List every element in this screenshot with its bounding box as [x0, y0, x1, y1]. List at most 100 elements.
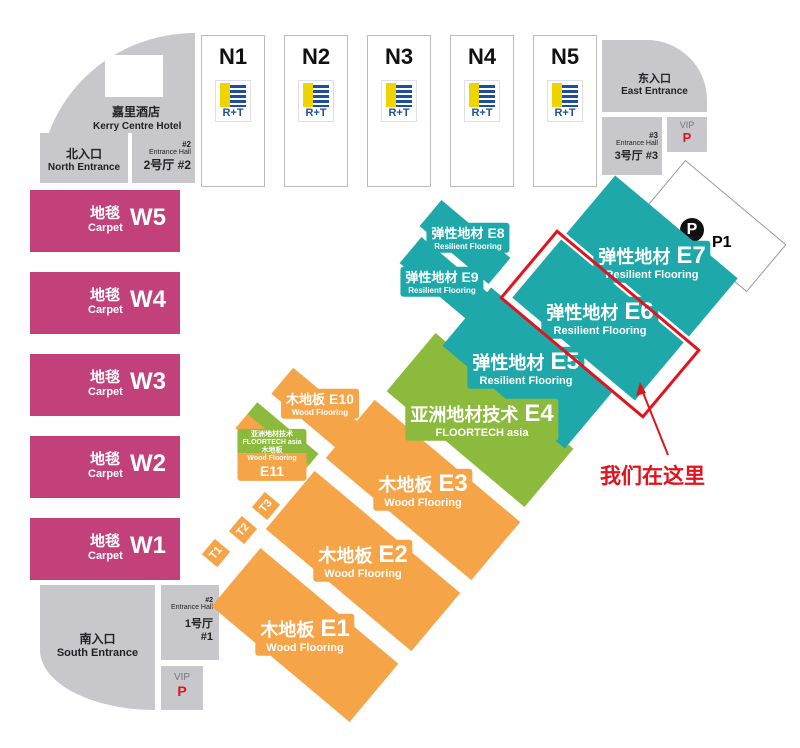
vip-parking-east[interactable]: VIP P: [667, 117, 707, 152]
hall-cn: 2号厅: [143, 158, 175, 172]
hall-code: E4: [524, 399, 554, 427]
hall-cn: 木地板: [318, 545, 373, 566]
rt-logo-icon: R+T: [547, 80, 583, 122]
hall-cn: 弹性地材: [472, 352, 545, 373]
hall-label: Entrance Hall: [170, 604, 213, 611]
hall-code: E8: [487, 224, 505, 241]
hall-cn: 1号厅: [184, 618, 213, 630]
hall-en: Wood Flooring: [247, 455, 297, 462]
hall-en: Wood Flooring: [324, 568, 402, 581]
hall-code: #1: [200, 631, 213, 643]
hall-cn: 3号厅: [614, 150, 643, 162]
hall-cn: 弹性地材: [598, 246, 671, 267]
hall-en: Carpet: [88, 468, 123, 480]
hall-cn-floortech: 亚洲地材技术: [251, 430, 293, 438]
east-entrance-cn: 东入口: [638, 73, 671, 85]
hall-cn: 木地板: [261, 446, 283, 454]
hall-code: E9: [461, 268, 479, 285]
vip-label: VIP: [173, 672, 191, 683]
hall-label: Entrance Hall: [148, 149, 191, 156]
hall-en: Wood Flooring: [291, 407, 349, 417]
parking-icon: P: [177, 683, 187, 699]
entrance-hall-1[interactable]: #2 Entrance Hall 1号厅 #1: [161, 585, 219, 660]
hall-code: W2: [130, 450, 166, 477]
north-entrance[interactable]: 北入口 North Entrance: [40, 133, 128, 183]
hall-code: E1: [320, 614, 350, 642]
hall-cn: 木地板: [260, 619, 315, 640]
logo-text: R+T: [554, 107, 576, 119]
hall-code: E7: [676, 241, 706, 269]
hotel-name-en: Kerry Centre Hotel: [93, 121, 182, 132]
south-entrance[interactable]: 南入口 South Entrance: [40, 585, 155, 710]
hall-cn: 地毯: [90, 369, 121, 386]
rt-logo-icon: R+T: [298, 80, 334, 122]
you-are-here-label: 我们在这里: [600, 465, 705, 488]
hall-code: W5: [130, 204, 166, 231]
vip-parking-south[interactable]: VIP P: [161, 666, 203, 710]
parking-icon: P: [682, 130, 692, 145]
hall-code: E2: [378, 540, 408, 568]
logo-text: R+T: [388, 107, 410, 119]
hall-code: W4: [130, 286, 166, 313]
hall-code: N1: [218, 44, 248, 69]
hall-cn: 弹性地材: [546, 302, 619, 323]
hall-code: E5: [550, 347, 580, 375]
hall-en: Carpet: [88, 386, 123, 398]
east-entrance-en: East Entrance: [621, 86, 688, 97]
hall-en: Wood Flooring: [266, 642, 344, 655]
hall-code: W1: [130, 532, 166, 559]
hall-en: Resilient Flooring: [479, 375, 573, 388]
hall-cn: 地毯: [90, 533, 121, 550]
rt-logo-icon: R+T: [215, 80, 251, 122]
hall-en: Resilient Flooring: [605, 269, 699, 282]
entrance-hall-3[interactable]: #3 Entrance Hall 3号厅 #3: [602, 117, 662, 175]
hall-en: Resilient Flooring: [408, 285, 476, 295]
hall-code: #2: [177, 158, 191, 172]
hall-en: Resilient Flooring: [553, 325, 647, 338]
hall-code: N4: [467, 44, 497, 69]
vip-label: VIP: [679, 120, 695, 130]
hall-cn: 地毯: [90, 205, 121, 222]
hall-cn: 地毯: [90, 451, 121, 468]
hall-cn: 木地板: [378, 474, 433, 495]
hall-cn: 地毯: [90, 287, 121, 304]
rt-logo-icon: R+T: [464, 80, 500, 122]
hall-cn: 弹性地材: [431, 225, 484, 241]
south-entrance-cn: 南入口: [79, 632, 116, 646]
hall-code: E3: [438, 469, 468, 497]
north-entrance-en: North Entrance: [47, 162, 121, 173]
hall-code: N2: [301, 44, 331, 69]
logo-text: R+T: [222, 107, 244, 119]
hall-number: #3: [649, 131, 658, 140]
hall-cn: 弹性地材: [405, 269, 458, 285]
south-entrance-en: South Entrance: [56, 647, 139, 659]
hall-cn: 木地板: [286, 391, 326, 407]
hall-en: Wood Flooring: [384, 497, 462, 510]
logo-text: R+T: [471, 107, 493, 119]
logo-text: R+T: [305, 107, 327, 119]
hall-cn: 亚洲地材技术: [410, 404, 519, 425]
hall-code: E6: [624, 297, 654, 325]
hall-en-floortech: FLOORTECH asia: [242, 438, 302, 446]
hall-code: W3: [130, 368, 166, 395]
entrance-hall-2[interactable]: #2 Entrance Hall 2号厅 #2: [132, 135, 195, 183]
